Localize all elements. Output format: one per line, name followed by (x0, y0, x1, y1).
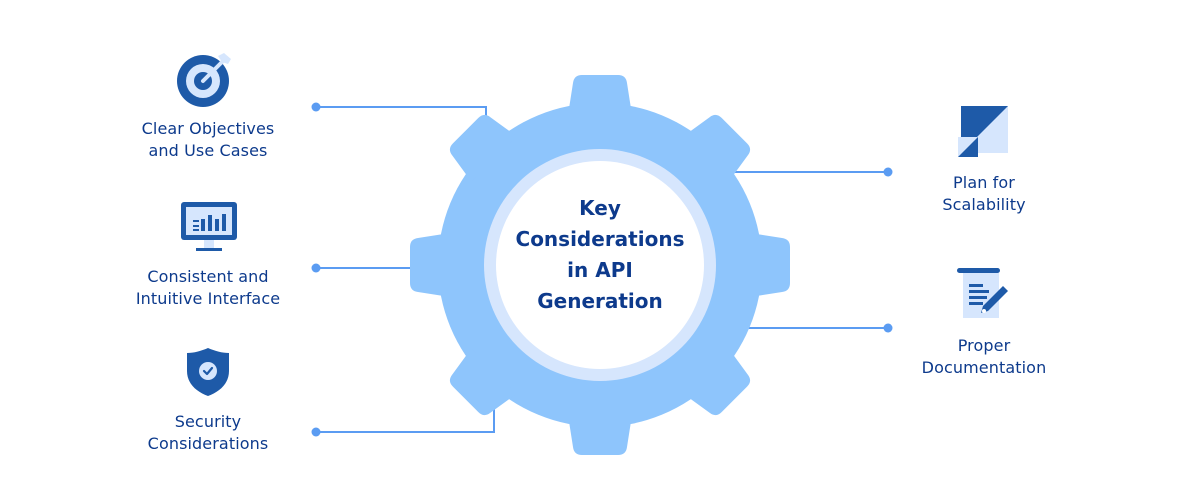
connector-lines (316, 106, 888, 433)
scalability-icon (958, 106, 1008, 157)
center-title: Key Considerations in API Generation (500, 193, 700, 317)
shield-check-icon (187, 348, 229, 396)
item-security: Security Considerations (108, 411, 308, 455)
center-title-line: in API (567, 258, 633, 282)
item-label-line: Clear Objectives (141, 119, 275, 138)
center-title-line: Considerations (515, 227, 685, 251)
center-title-line: Key (579, 196, 621, 220)
document-pen-icon (957, 268, 1008, 318)
item-label-line: Documentation (921, 358, 1047, 377)
item-label-line: Intuitive Interface (135, 289, 281, 308)
connector-clear-objectives (316, 106, 487, 118)
item-scalability: Plan for Scalability (889, 172, 1079, 216)
item-label-line: and Use Cases (148, 141, 268, 160)
monitor-chart-icon (181, 202, 237, 251)
item-consistent-interface: Consistent and Intuitive Interface (108, 266, 308, 310)
item-label-line: Considerations (147, 434, 269, 453)
item-label-line: Consistent and (147, 267, 269, 286)
center-title-line: Generation (537, 289, 663, 313)
item-label-line: Scalability (942, 195, 1026, 214)
gear-icon (410, 75, 790, 455)
connector-dots (311, 102, 893, 437)
target-icon (177, 53, 231, 107)
item-documentation: Proper Documentation (889, 335, 1079, 379)
item-label-line: Security (174, 412, 242, 431)
item-label-line: Plan for (953, 173, 1015, 192)
item-clear-objectives: Clear Objectives and Use Cases (108, 118, 308, 162)
item-label-line: Proper (957, 336, 1011, 355)
